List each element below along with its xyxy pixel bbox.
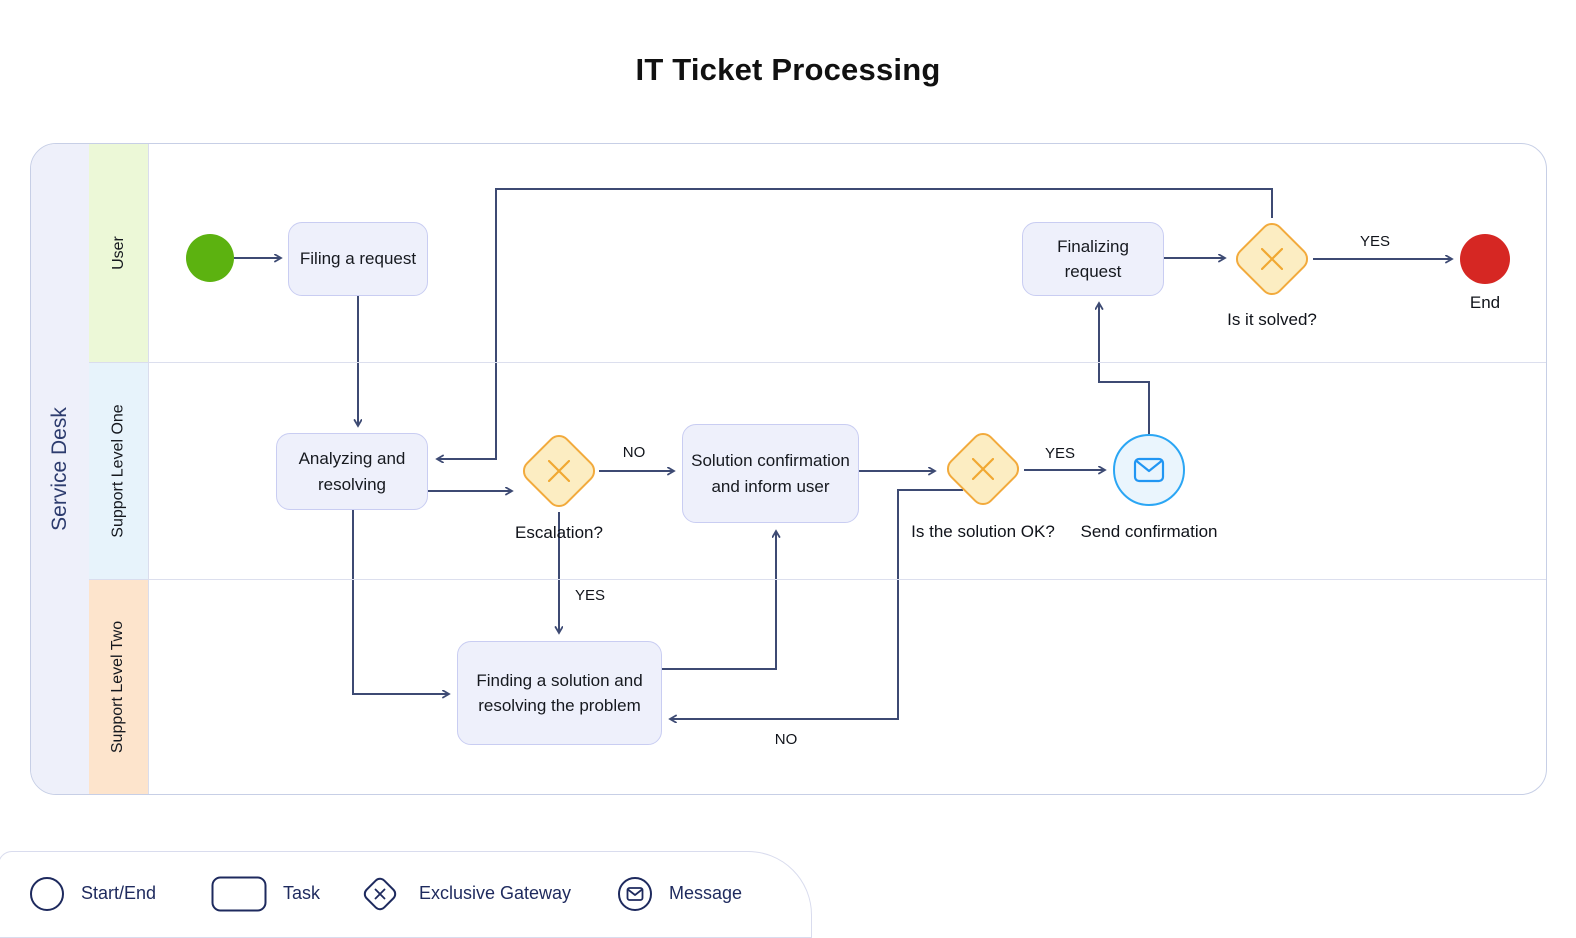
edge-label-escalation-yes: YES <box>574 587 605 604</box>
x-icon <box>548 460 570 482</box>
legend-item-task: Task <box>211 852 320 935</box>
x-icon <box>972 458 994 480</box>
page-title: IT Ticket Processing <box>635 52 941 87</box>
lane-support-level-two-label: Support Level Two <box>109 620 127 754</box>
end-event <box>1460 234 1510 284</box>
message-icon <box>618 876 652 911</box>
legend-item-start-end: Start/End <box>29 852 156 935</box>
legend-panel: Start/End Task Exclusive Gateway Message <box>0 851 812 938</box>
gateway-escalation-label: Escalation? <box>515 523 603 542</box>
exclusive-gateway-icon <box>363 877 397 910</box>
pool-label: Service Desk <box>48 407 72 531</box>
lane-support-level-one-label: Support Level One <box>109 404 127 538</box>
start-end-icon <box>30 876 64 911</box>
gateway-is-it-solved <box>1230 217 1314 301</box>
pool-header: Service Desk <box>31 144 90 794</box>
message-event-label: Send confirmation <box>1080 522 1218 541</box>
legend-label: Start/End <box>81 883 157 903</box>
gateway-is-solution-ok <box>941 427 1025 511</box>
legend-label: Exclusive Gateway <box>419 883 572 903</box>
legend-item-message: Message <box>617 852 742 935</box>
lane-user-label: User <box>109 236 127 270</box>
legend-item-exclusive-gateway: Exclusive Gateway <box>357 852 571 935</box>
message-event-send-confirmation <box>1113 434 1185 506</box>
task-icon <box>211 876 267 911</box>
lane-support-level-one: Support Level One <box>89 362 149 579</box>
gateway-is-solution-ok-label: Is the solution OK? <box>911 522 1055 541</box>
edge-label-solved-yes: YES <box>1359 233 1390 250</box>
lane-user: User <box>89 144 149 362</box>
x-icon <box>1261 248 1283 270</box>
gateway-escalation <box>517 429 601 513</box>
end-event-label: End <box>1469 293 1501 312</box>
edge-label-solution-ok-no: NO <box>774 731 798 748</box>
bpmn-pool: Service Desk User Support Level One Supp… <box>30 143 1547 795</box>
start-event <box>186 234 234 282</box>
task-filing-request: Filing a request <box>288 222 428 296</box>
lane-divider <box>149 579 1546 580</box>
lane-support-level-two: Support Level Two <box>89 579 149 794</box>
task-analyzing-resolving: Analyzing and resolving <box>276 433 428 510</box>
lane-divider <box>149 362 1546 363</box>
task-solution-confirmation: Solution confirmation and inform user <box>682 424 859 523</box>
task-finding-solution: Finding a solution and resolving the pro… <box>457 641 662 745</box>
edge-label-solution-ok-yes: YES <box>1044 445 1075 462</box>
edge-label-escalation-no: NO <box>622 444 646 461</box>
legend-label: Task <box>283 883 321 903</box>
legend-label: Message <box>669 883 743 903</box>
envelope-icon <box>1133 457 1165 483</box>
task-finalizing-request: Finalizing request <box>1022 222 1164 296</box>
gateway-is-it-solved-label: Is it solved? <box>1227 310 1317 329</box>
